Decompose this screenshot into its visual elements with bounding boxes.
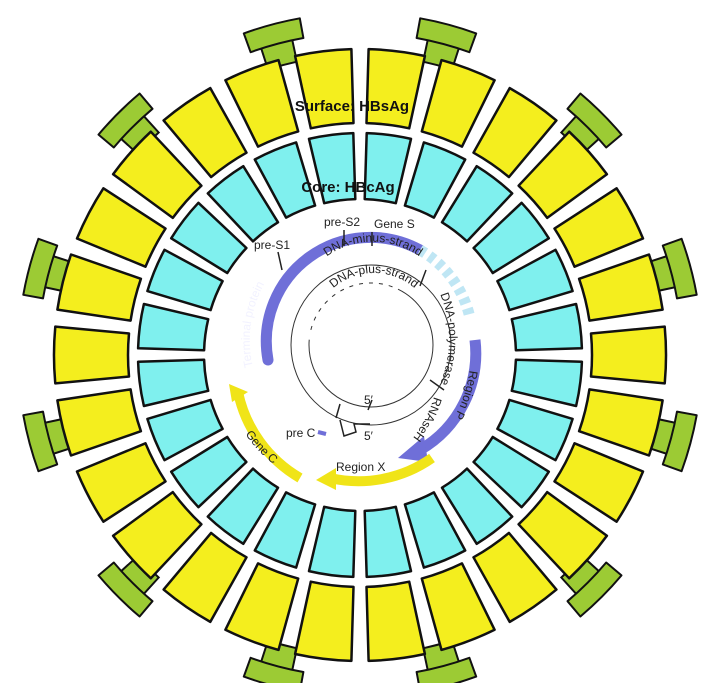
polymerase-arrow (266, 237, 420, 360)
core-segment (138, 304, 208, 350)
five-prime-bottom-label: 5′ (364, 429, 374, 443)
surface-segment (579, 389, 663, 455)
region-p-label: Region P (452, 370, 481, 422)
region-x-label: Region X (336, 460, 385, 474)
surface-segment (367, 49, 425, 128)
five-prime-top-label: 5′ (364, 393, 374, 407)
surface-layer (23, 18, 696, 683)
dna-plus-strand-circle (309, 283, 433, 407)
surface-segment (57, 389, 140, 455)
gene-s-label: Gene S (374, 217, 415, 231)
dna-plus-strand-label: DNA-plus-strand (327, 262, 422, 291)
core-segment (138, 360, 208, 406)
surface-label: Surface: HBsAg (295, 98, 409, 115)
pre-s1-label: pre-S1 (254, 238, 290, 252)
core-segment (365, 507, 411, 577)
region-x-arrowhead (316, 468, 336, 490)
surface-segment (295, 582, 353, 661)
surface-segment (295, 49, 353, 128)
gene-c-label: Gene C (243, 428, 281, 467)
surface-segment (54, 327, 129, 384)
surface-segment (57, 255, 140, 321)
core-segment (512, 304, 582, 350)
pre-c-mark (318, 432, 326, 434)
dna-minus-strand-label: DNA-minus-strand (321, 231, 426, 259)
surface-segment (367, 582, 425, 661)
surface-segment (591, 327, 666, 384)
pre-c-label: pre C (286, 426, 316, 440)
core-segment (309, 507, 355, 577)
pre-s1-tick (278, 252, 282, 270)
core-label: Core: HBcAg (301, 179, 394, 196)
core-segment (512, 360, 582, 406)
core-layer (138, 133, 582, 577)
pre-s2-label: pre-S2 (324, 215, 360, 229)
surface-segment (579, 255, 663, 321)
